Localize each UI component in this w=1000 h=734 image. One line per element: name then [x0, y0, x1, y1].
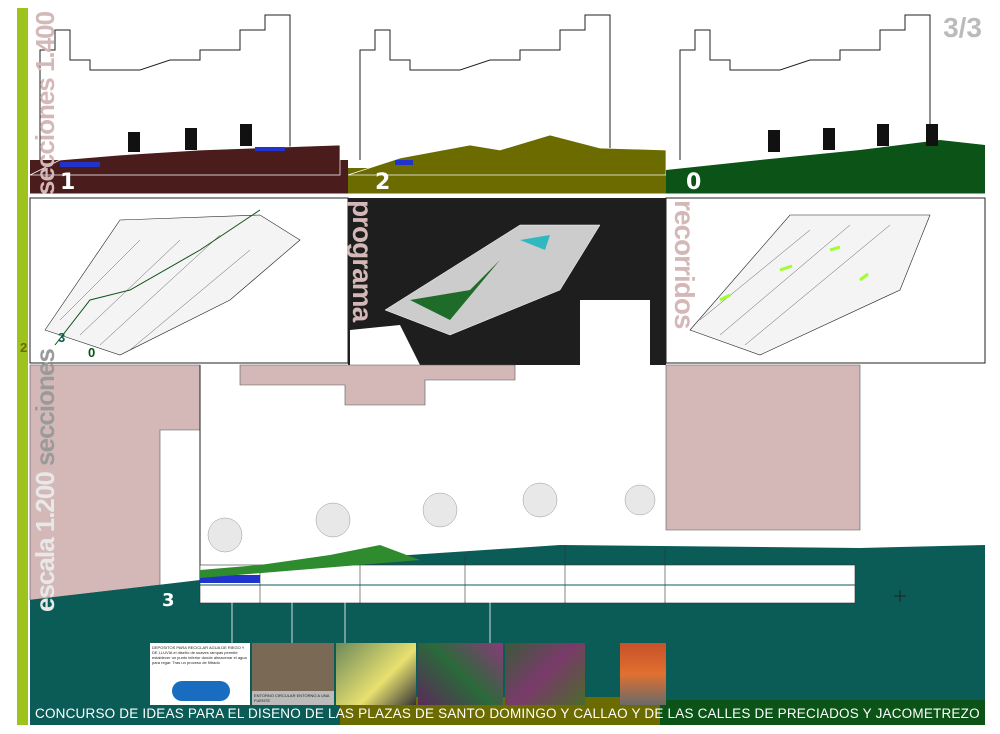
section-number-1: 1	[60, 170, 76, 195]
photo-caption-fountain: ENTORNO CIRCULAR ENTORNO A UNA FUENTE	[252, 691, 334, 705]
photo-texture-1	[418, 643, 503, 705]
plan-2-drawing	[348, 198, 666, 365]
plan-marker-0: 0	[88, 345, 96, 360]
photo-caption-tank: DEPOSITOS PARA RECICLAR AGUA DE RIEGO Y …	[152, 645, 247, 665]
top-scale-text: secciones 1.400	[30, 11, 60, 195]
plan-1-drawing	[29, 197, 349, 364]
bottom-scale-text: escala 1.200	[30, 472, 60, 612]
plan-label-recorridos: recorridos	[669, 200, 700, 329]
photo-autumn-tree	[620, 643, 666, 705]
section-1-drawing	[29, 14, 348, 195]
photo-grass	[336, 643, 416, 705]
section-number-2: 2	[375, 170, 391, 195]
photo-people-fountain: ENTORNO CIRCULAR ENTORNO A UNA FUENTE	[252, 643, 334, 705]
plan-marker-3: 3	[58, 330, 66, 345]
section-0-drawing	[666, 14, 985, 195]
plan-3-drawing	[665, 197, 986, 364]
photo-water-tank: DEPOSITOS PARA RECICLAR AGUA DE RIEGO Y …	[150, 643, 250, 705]
page-number: 3/3	[943, 12, 982, 43]
bottom-scale-secciones: secciones	[30, 349, 60, 466]
plan-marker-2: 2	[20, 340, 28, 355]
photo-texture-2	[505, 643, 585, 705]
footer-title: CONCURSO DE IDEAS PARA EL DISENO DE LAS …	[35, 706, 980, 721]
section-number-3: 3	[162, 590, 175, 611]
top-scale-label: secciones 1.400	[30, 12, 61, 195]
tank-image	[172, 681, 230, 701]
plan-label-programa: programa	[347, 200, 378, 322]
bottom-scale-label: escala 1.200 secciones	[30, 349, 61, 612]
section-2-drawing	[347, 14, 667, 195]
section-number-0: 0	[686, 170, 702, 195]
accent-bar	[17, 8, 28, 725]
